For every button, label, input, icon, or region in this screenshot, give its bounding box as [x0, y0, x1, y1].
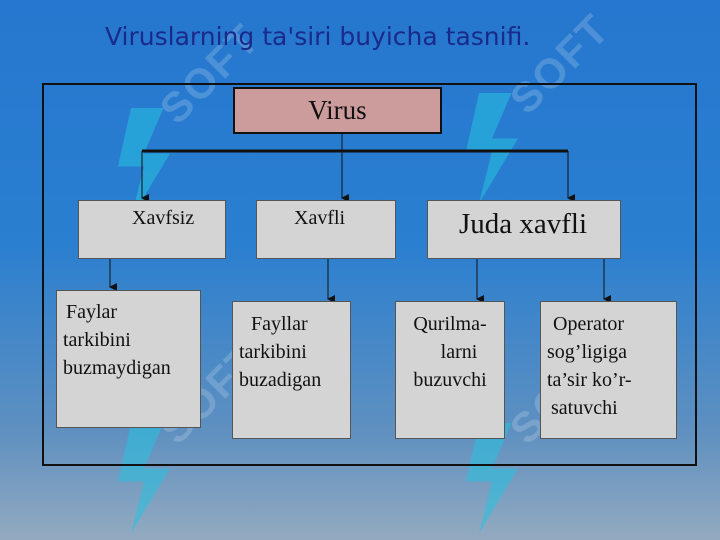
- watermark-logo-icon: [466, 423, 518, 534]
- watermark-logo-icon: [118, 108, 170, 219]
- leaf-line: satuvchi: [551, 397, 618, 419]
- leaf-node-faylar-tarkibini-buzmaydigan: Faylar tarkibini buzmaydigan: [56, 290, 201, 428]
- leaf-line: tarkibini: [63, 329, 131, 351]
- leaf-line: Faylar: [66, 301, 118, 323]
- leaf-node-fayllar-tarkibini-buzadigan: Fayllar tarkibini buzadigan: [232, 301, 351, 439]
- leaf-line: buzadigan: [239, 369, 322, 391]
- leaf-line: Operator: [553, 313, 625, 335]
- leaf-line: buzuvchi: [413, 369, 487, 391]
- category-node-xavfsiz: Xavfsiz: [78, 200, 226, 259]
- leaf-line: tarkibini: [239, 341, 307, 363]
- leaf-line: Fayllar: [251, 313, 308, 335]
- leaf-line: sog’ligiga: [547, 341, 627, 363]
- diagram-frame: [42, 83, 697, 466]
- root-node-virus: Virus: [233, 87, 442, 134]
- leaf-line: buzmaydigan: [63, 357, 171, 379]
- slide-title: Viruslarning ta'siri buyicha tasnifi.: [105, 22, 531, 51]
- leaf-line: Qurilma-: [413, 313, 487, 335]
- watermark-logo-icon: [118, 423, 170, 534]
- category-node-xavfli: Xavfli: [256, 200, 396, 259]
- leaf-line: larni: [440, 341, 478, 363]
- watermark-logo-icon: [466, 93, 518, 204]
- leaf-node-operator-sogligiga-tasir-korsatuvchi: Operator sog’ligiga ta’sir ko’r- satuvch…: [540, 301, 677, 439]
- leaf-line: ta’sir ko’r-: [547, 369, 632, 391]
- leaf-node-qurilmalarni-buzuvchi: Qurilma- larni buzuvchi: [395, 301, 505, 439]
- category-node-juda-xavfli: Juda xavfli: [427, 200, 621, 259]
